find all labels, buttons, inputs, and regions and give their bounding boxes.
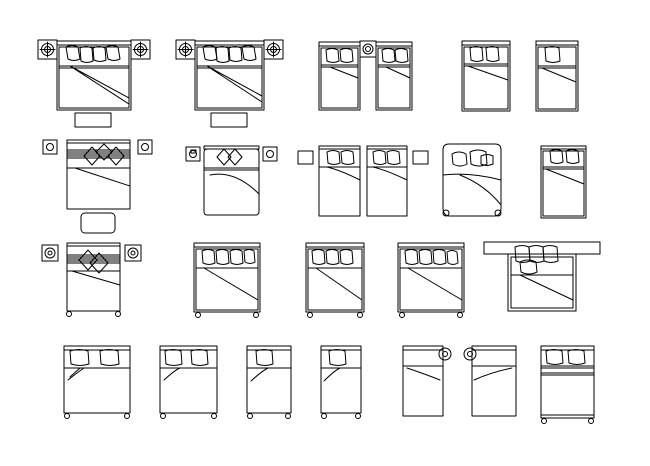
- bed-block-r2-1: [42, 139, 153, 234]
- bed-block-r1-2: [175, 39, 284, 128]
- lamp-table-right: [130, 39, 151, 60]
- bed-block-r4-2: [159, 345, 218, 419]
- bed-block-r2-4: [442, 143, 502, 217]
- bed-block-r2-3: [297, 145, 429, 217]
- bed-block-r3-1: [41, 242, 142, 317]
- bed-block-r1-3: [318, 40, 413, 111]
- bed-block-r4-6: [540, 345, 595, 424]
- bed-block-r1-5: [535, 40, 579, 112]
- bed-block-r3-4: [397, 242, 465, 318]
- bed-block-r3-2: [193, 242, 261, 318]
- ottoman: [80, 212, 116, 234]
- bed-block-r4-4: [320, 345, 362, 419]
- bed-block-r1-1: [37, 39, 151, 128]
- bed-block-r2-2: [185, 145, 278, 216]
- bed-block-r4-1: [63, 345, 131, 419]
- bed-block-r4-5: [402, 345, 517, 417]
- bed-block-r4-3: [246, 345, 292, 419]
- bed-block-r1-4: [461, 40, 511, 112]
- bed-block-r3-5: [483, 241, 601, 312]
- bed-block-r3-3: [305, 242, 365, 318]
- lamp-table-left: [37, 39, 58, 60]
- bench: [74, 112, 112, 128]
- bed-block-r2-5: [540, 145, 587, 219]
